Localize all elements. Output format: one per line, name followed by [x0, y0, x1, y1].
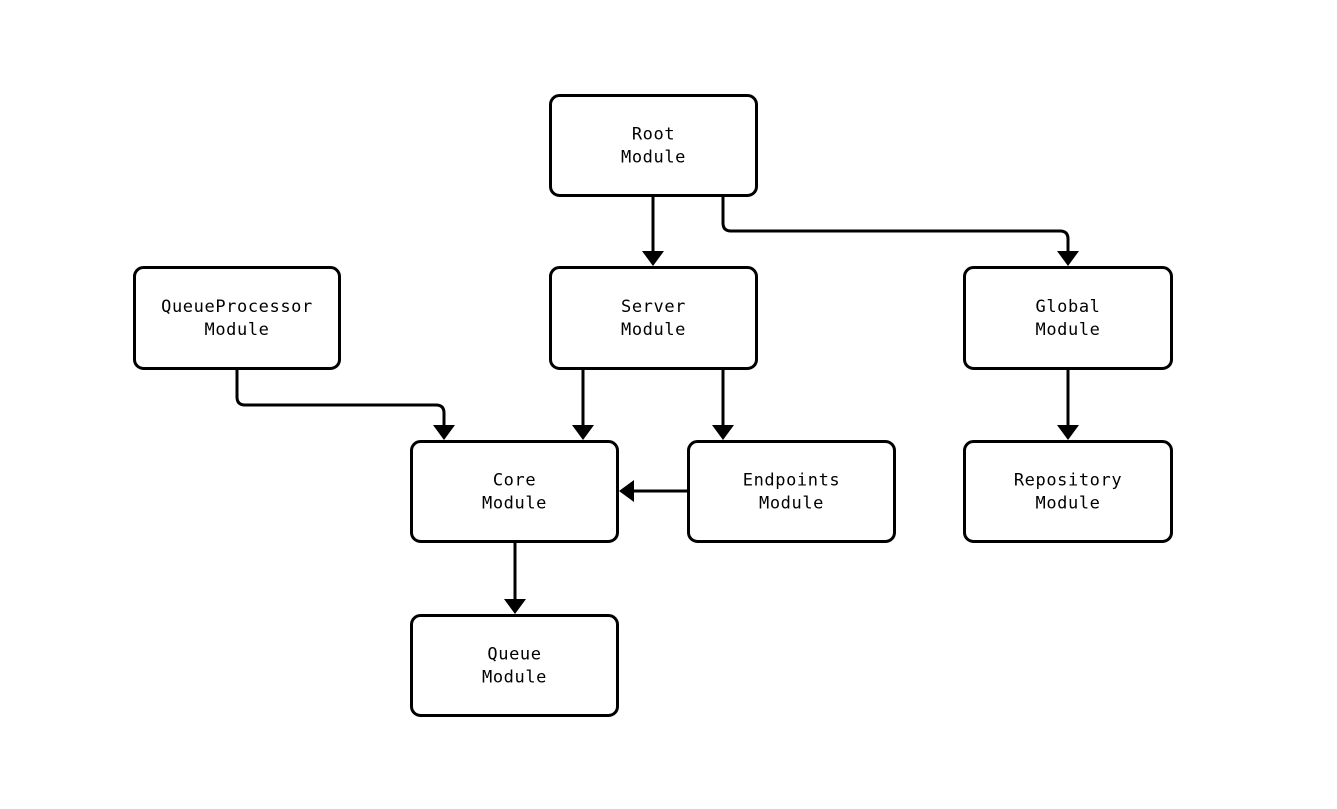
edge-root-to-global	[721, 197, 1079, 266]
edge-server-to-core-arrowhead-icon	[572, 425, 594, 440]
edge-root-to-global-line	[721, 197, 1070, 253]
edge-queueprocessor-to-core	[235, 370, 455, 440]
core-module-node-box[interactable]	[410, 440, 619, 543]
repository-module-node-label-line1: Repository	[1014, 471, 1122, 491]
queue-module-node-label-line2: Module	[482, 668, 547, 688]
edge-queueprocessor-to-core-line	[235, 370, 446, 427]
edge-global-to-repository-arrowhead-icon	[1057, 425, 1079, 440]
root-module-node-box[interactable]	[549, 94, 758, 197]
repository-module-node-label-line2: Module	[1035, 494, 1100, 514]
endpoints-module-node-label-line2: Module	[759, 494, 824, 514]
root-module-node-label-line2: Module	[621, 148, 686, 168]
edge-root-to-global-arrowhead-icon	[1057, 251, 1079, 266]
edge-server-to-endpoints-arrowhead-icon	[712, 425, 734, 440]
queueprocessor-module-node-label-line1: QueueProcessor	[161, 297, 313, 317]
server-module-node-label-line1: Server	[621, 297, 686, 317]
queue-module-node-box[interactable]	[410, 614, 619, 717]
server-module-node-box[interactable]	[549, 266, 758, 370]
queueprocessor-module-node-box[interactable]	[133, 266, 341, 370]
root-module-node-label-line1: Root	[632, 125, 675, 145]
edge-server-to-endpoints	[712, 370, 734, 440]
edge-layer	[235, 197, 1079, 614]
edge-server-to-core	[572, 370, 594, 440]
core-module-node-label-line2: Module	[482, 494, 547, 514]
global-module-node-label-line1: Global	[1035, 297, 1100, 317]
server-module-node-label-line2: Module	[621, 320, 686, 340]
queueprocessor-module-node-label-line2: Module	[204, 320, 269, 340]
edge-queueprocessor-to-core-arrowhead-icon	[433, 425, 455, 440]
queue-module-node-label-line1: Queue	[487, 645, 541, 665]
edge-root-to-server-arrowhead-icon	[642, 251, 664, 266]
global-module-node-label-line2: Module	[1035, 320, 1100, 340]
global-module-node-box[interactable]	[963, 266, 1173, 370]
edge-endpoints-to-core	[619, 480, 687, 502]
edge-root-to-server	[642, 197, 664, 266]
edge-core-to-queue-arrowhead-icon	[504, 599, 526, 614]
repository-module-node-box[interactable]	[963, 440, 1173, 543]
edge-core-to-queue	[504, 543, 526, 614]
endpoints-module-node-box[interactable]	[687, 440, 896, 543]
endpoints-module-node-label-line1: Endpoints	[743, 471, 841, 491]
edge-global-to-repository	[1057, 370, 1079, 440]
node-layer: RootModuleQueueProcessorModuleServerModu…	[133, 94, 1173, 717]
core-module-node-label-line1: Core	[493, 471, 536, 491]
edge-endpoints-to-core-arrowhead-icon	[619, 480, 634, 502]
